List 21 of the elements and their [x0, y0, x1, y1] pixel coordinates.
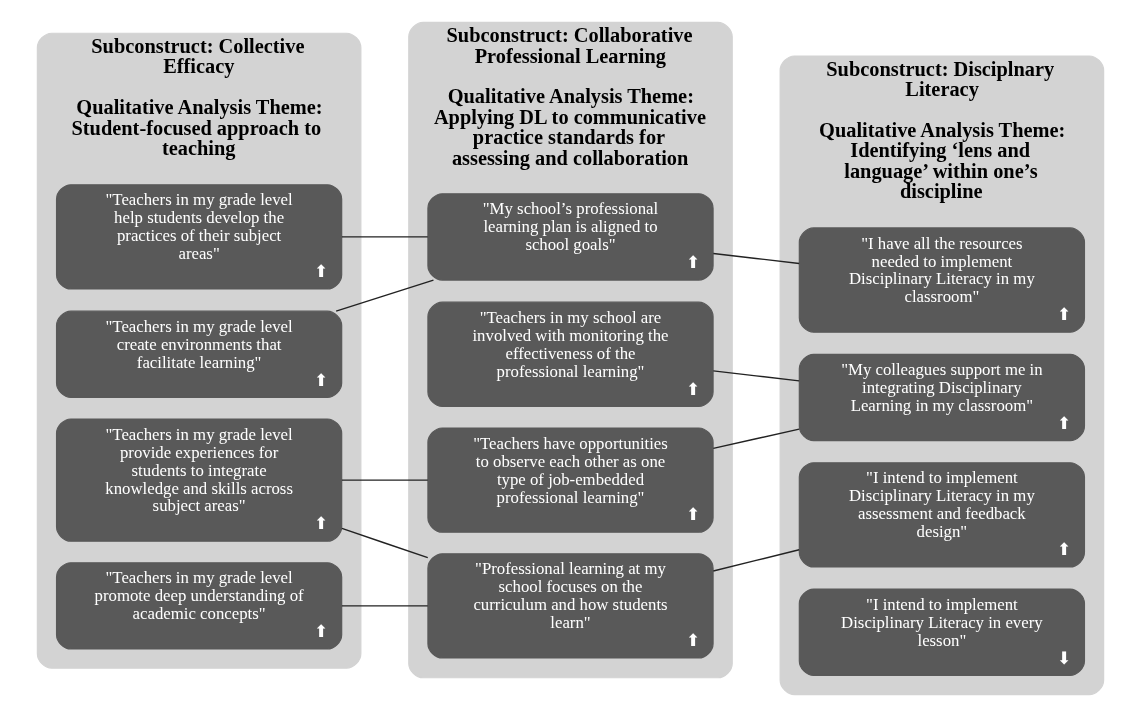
- node-box: "Teachers have opportunities to observe each other as one type of job-embedded professional learning" ⬆: [426, 427, 714, 533]
- node-box: "I have all the resources needed to implement Disciplinary Literacy in my classroom" ⬆: [798, 227, 1085, 333]
- connector: [334, 279, 434, 312]
- node-box: "I intend to implement Disciplinary Literacy in my assessment and feedback design" ⬆: [798, 462, 1085, 568]
- node-box: "I intend to implement Disciplinary Literacy in every lesson" ⬇: [798, 588, 1085, 676]
- node-box: "Teachers in my grade level promote deep understanding of academic concepts" ⬆: [55, 562, 342, 650]
- connector: [340, 527, 428, 559]
- connector: [712, 252, 800, 265]
- connector: [340, 236, 428, 238]
- node-box: "Teachers in my grade level provide experiences for students to integrate knowledge and skills across subject areas" ⬆: [55, 418, 342, 542]
- node-box: "Professional learning at my school focuses on the curriculum and how students learn" ⬆: [426, 553, 714, 659]
- node-box: "Teachers in my school are involved with monitoring the effectiveness of the professional learning" ⬆: [426, 301, 714, 408]
- connector: [712, 370, 800, 382]
- connector: [340, 479, 428, 481]
- connector: [712, 549, 800, 572]
- node-box: "My school’s professional learning plan is aligned to school goals" ⬆: [426, 193, 714, 281]
- node-box: "Teachers in my grade level help students develop the practices of their subject areas" ⬆: [55, 184, 342, 290]
- node-box: "My colleagues support me in integrating Disciplinary Learning in my classroom" ⬆: [798, 353, 1085, 442]
- node-box: "Teachers in my grade level create environments that facilitate learning" ⬆: [55, 310, 342, 399]
- connector: [340, 605, 428, 607]
- connector: [712, 428, 800, 450]
